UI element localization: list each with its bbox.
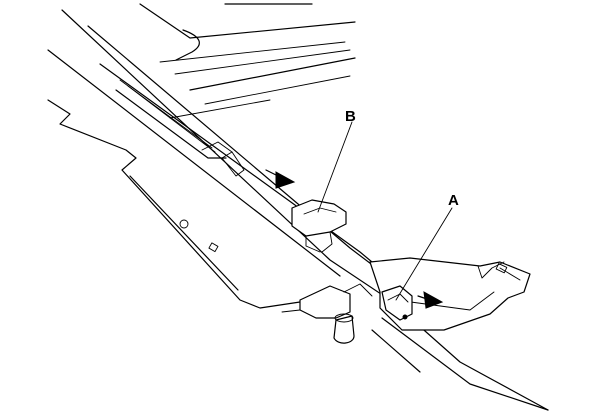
leader-line-a [395,207,453,301]
clip-b [221,151,347,253]
callout-label-b: B [345,108,356,125]
bracket-a [369,257,531,331]
callout-label-a: A [448,192,459,209]
mount-slot [208,242,219,253]
roof-panel [139,3,356,119]
mount-hole [179,219,189,229]
leader-line-b [317,121,353,213]
arrow-a [417,291,444,309]
side-panel [47,99,301,309]
drain-fitting [281,283,373,344]
arrow-b [265,169,296,189]
